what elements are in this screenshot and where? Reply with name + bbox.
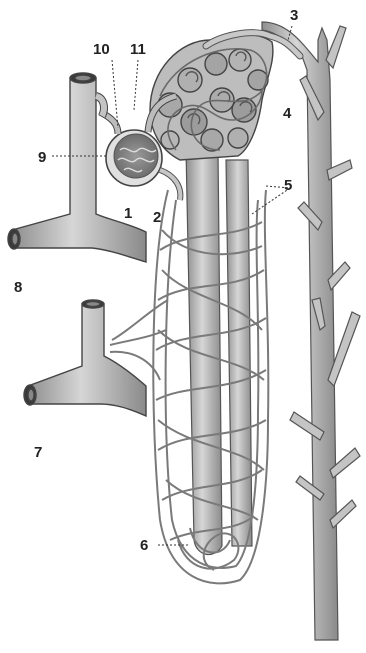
label-5: 5 bbox=[284, 177, 292, 194]
label-6: 6 bbox=[140, 537, 148, 554]
label-7: 7 bbox=[34, 444, 42, 461]
label-9: 9 bbox=[38, 149, 46, 166]
label-10: 10 bbox=[93, 41, 110, 58]
interlobular-vein bbox=[24, 300, 146, 416]
label-8: 8 bbox=[14, 279, 22, 296]
label-4: 4 bbox=[283, 105, 292, 122]
label-1: 1 bbox=[124, 205, 132, 222]
label-11: 11 bbox=[130, 41, 146, 58]
collecting-duct bbox=[262, 22, 360, 640]
label-3: 3 bbox=[290, 7, 298, 24]
label-2: 2 bbox=[153, 209, 161, 226]
